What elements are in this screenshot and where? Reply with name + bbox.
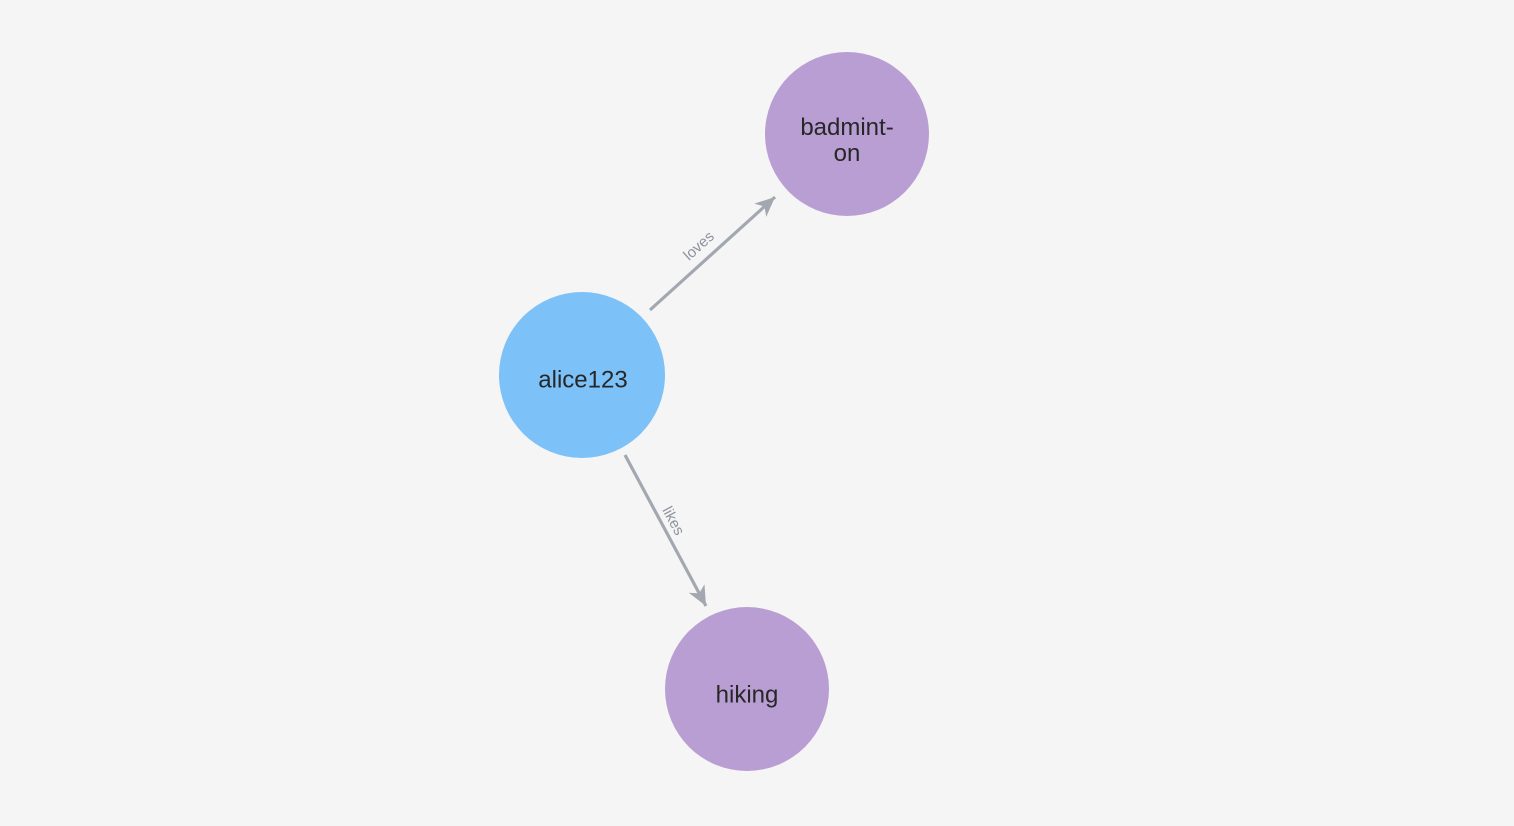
node-circle-hiking[interactable] — [665, 607, 829, 771]
edge-likes: likes — [623, 454, 708, 607]
node-circle-badminton[interactable] — [765, 52, 929, 216]
edge-line-likes[interactable] — [623, 454, 708, 607]
node-circle-alice123[interactable] — [499, 292, 665, 458]
edge-loves: loves — [648, 195, 777, 312]
edge-line-loves[interactable] — [648, 195, 777, 312]
edge-label-likes: likes — [658, 504, 687, 538]
node-alice123[interactable]: alice123 — [499, 292, 665, 458]
node-badminton[interactable]: badmint-on — [765, 52, 929, 216]
edge-label-loves: loves — [680, 228, 717, 264]
node-hiking[interactable]: hiking — [665, 607, 829, 771]
